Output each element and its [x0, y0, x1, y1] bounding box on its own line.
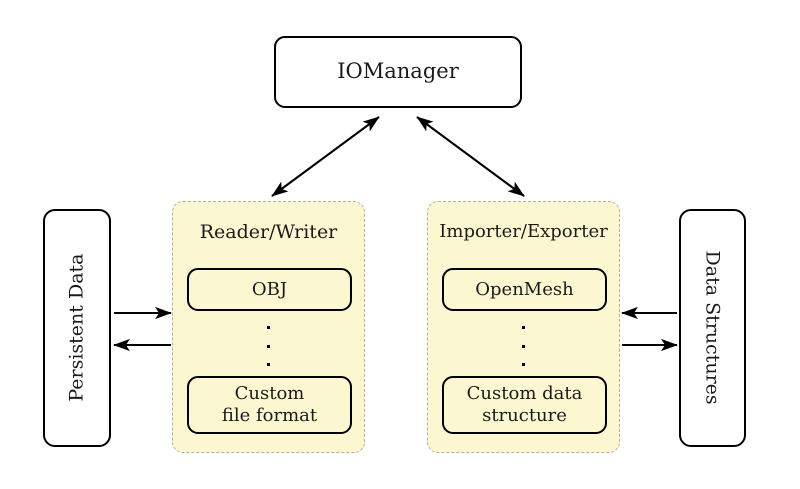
node-custom-file-format[interactable]: Custom file format	[187, 376, 352, 434]
node-custom-file-format-label: Custom file format	[221, 383, 318, 426]
vertical-ellipsis-icon	[173, 326, 364, 366]
node-obj-label: OBJ	[251, 278, 288, 300]
arrow-iomanager-importerexporter	[416, 116, 525, 197]
group-importer-exporter[interactable]: Importer/Exporter OpenMesh Custom data s…	[427, 201, 620, 453]
arrow-iomanager-readerwriter	[271, 116, 380, 197]
node-iomanager[interactable]: IOManager	[274, 36, 522, 108]
node-openmesh-label: OpenMesh	[475, 278, 574, 300]
node-data-structures[interactable]: Data Structures	[679, 209, 746, 447]
group-importer-exporter-title: Importer/Exporter	[439, 221, 608, 242]
node-obj[interactable]: OBJ	[187, 268, 352, 311]
group-reader-writer-title: Reader/Writer	[199, 221, 338, 243]
group-reader-writer[interactable]: Reader/Writer OBJ Custom file format	[172, 201, 365, 453]
vertical-ellipsis-icon	[428, 326, 619, 366]
node-persistent-data-label: Persistent Data	[65, 253, 88, 403]
node-custom-data-structure-label: Custom data structure	[466, 383, 583, 426]
node-persistent-data[interactable]: Persistent Data	[43, 209, 111, 447]
node-custom-data-structure[interactable]: Custom data structure	[442, 376, 607, 434]
node-openmesh[interactable]: OpenMesh	[442, 268, 607, 311]
node-data-structures-label: Data Structures	[702, 250, 725, 406]
node-iomanager-label: IOManager	[337, 59, 459, 84]
